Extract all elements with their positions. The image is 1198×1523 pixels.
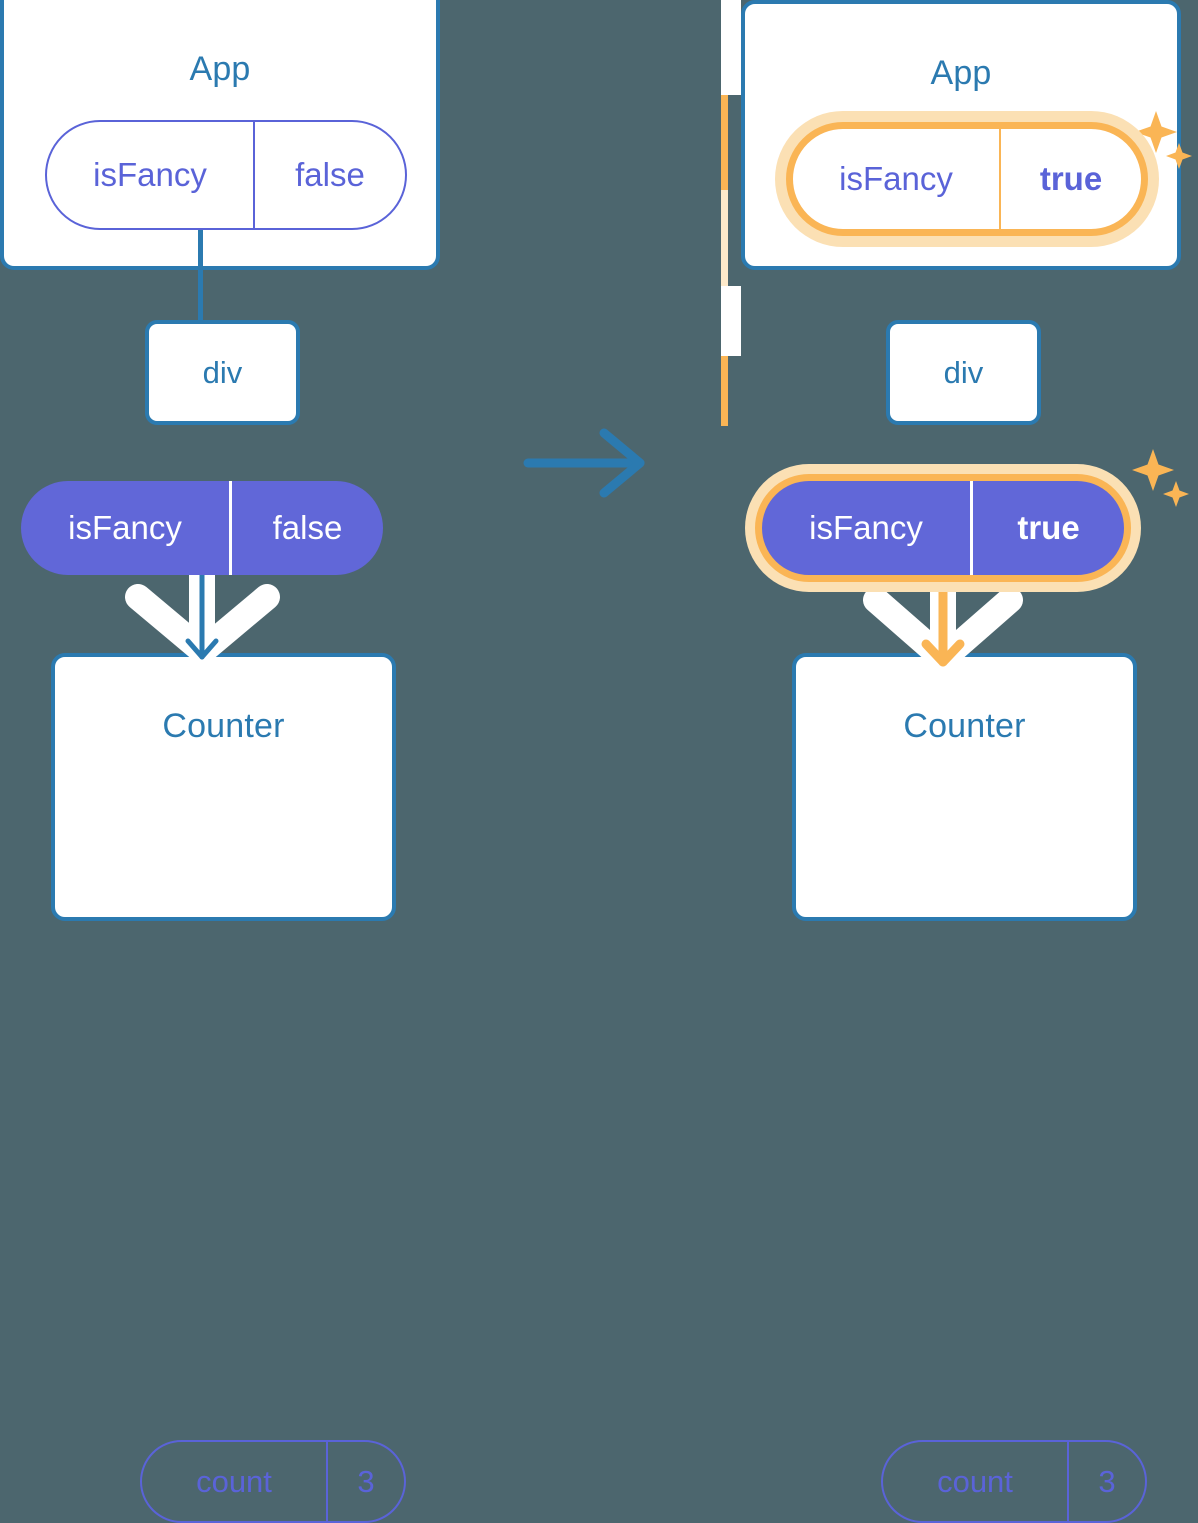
prop-key: isFancy (809, 509, 923, 546)
counter-card: Counter count 3 (792, 653, 1147, 1523)
panel-after: App isFancy true div isFancy true (721, 0, 1192, 1523)
app-state-pill: isFancy true (786, 122, 1148, 236)
counter-card: Counter count 3 (51, 653, 406, 1523)
counter-state-pill: count 3 (140, 1440, 406, 1523)
app-state-key: isFancy (839, 160, 953, 197)
div-label: div (943, 354, 984, 390)
connector-through-div (721, 190, 728, 286)
app-state-value: true (999, 129, 1141, 229)
counter-state-value: 3 (1067, 1442, 1145, 1521)
app-title: App (189, 50, 251, 88)
app-state-value: false (253, 122, 405, 228)
sparkle-icon (1132, 449, 1189, 507)
panel-before: App isFancy false div isFancy false (0, 0, 440, 1523)
counter-state-key: count (937, 1463, 1013, 1499)
sparkle-icon (1135, 111, 1192, 169)
div-label: div (202, 354, 243, 390)
app-title: App (930, 54, 992, 92)
prop-pill: isFancy true (755, 474, 1131, 582)
transition-arrow-icon (523, 428, 645, 498)
prop-flow-arrow (125, 575, 280, 662)
prop-flow-arrow (863, 582, 1023, 669)
counter-state-pill: count 3 (881, 1440, 1147, 1523)
prop-key: isFancy (68, 509, 182, 546)
prop-value: false (229, 481, 383, 575)
app-card: App isFancy true (741, 0, 1192, 270)
connector-div-to-prop (721, 356, 728, 426)
app-state-pill: isFancy false (45, 120, 407, 230)
prop-pill: isFancy false (21, 481, 383, 575)
connector-app-to-div-outline (721, 0, 741, 95)
app-card: App isFancy false (0, 0, 440, 270)
prop-value: true (970, 481, 1124, 575)
counter-state-value: 3 (326, 1442, 404, 1521)
div-node: div (886, 320, 1041, 425)
counter-title: Counter (903, 707, 1026, 745)
connector-app-to-div (721, 95, 728, 190)
counter-state-key: count (196, 1463, 272, 1499)
connector-app-to-div (198, 230, 203, 325)
div-node: div (145, 320, 300, 425)
app-state-key: isFancy (93, 156, 207, 193)
connector-div-to-prop-outline (721, 286, 741, 356)
counter-title: Counter (162, 707, 285, 745)
